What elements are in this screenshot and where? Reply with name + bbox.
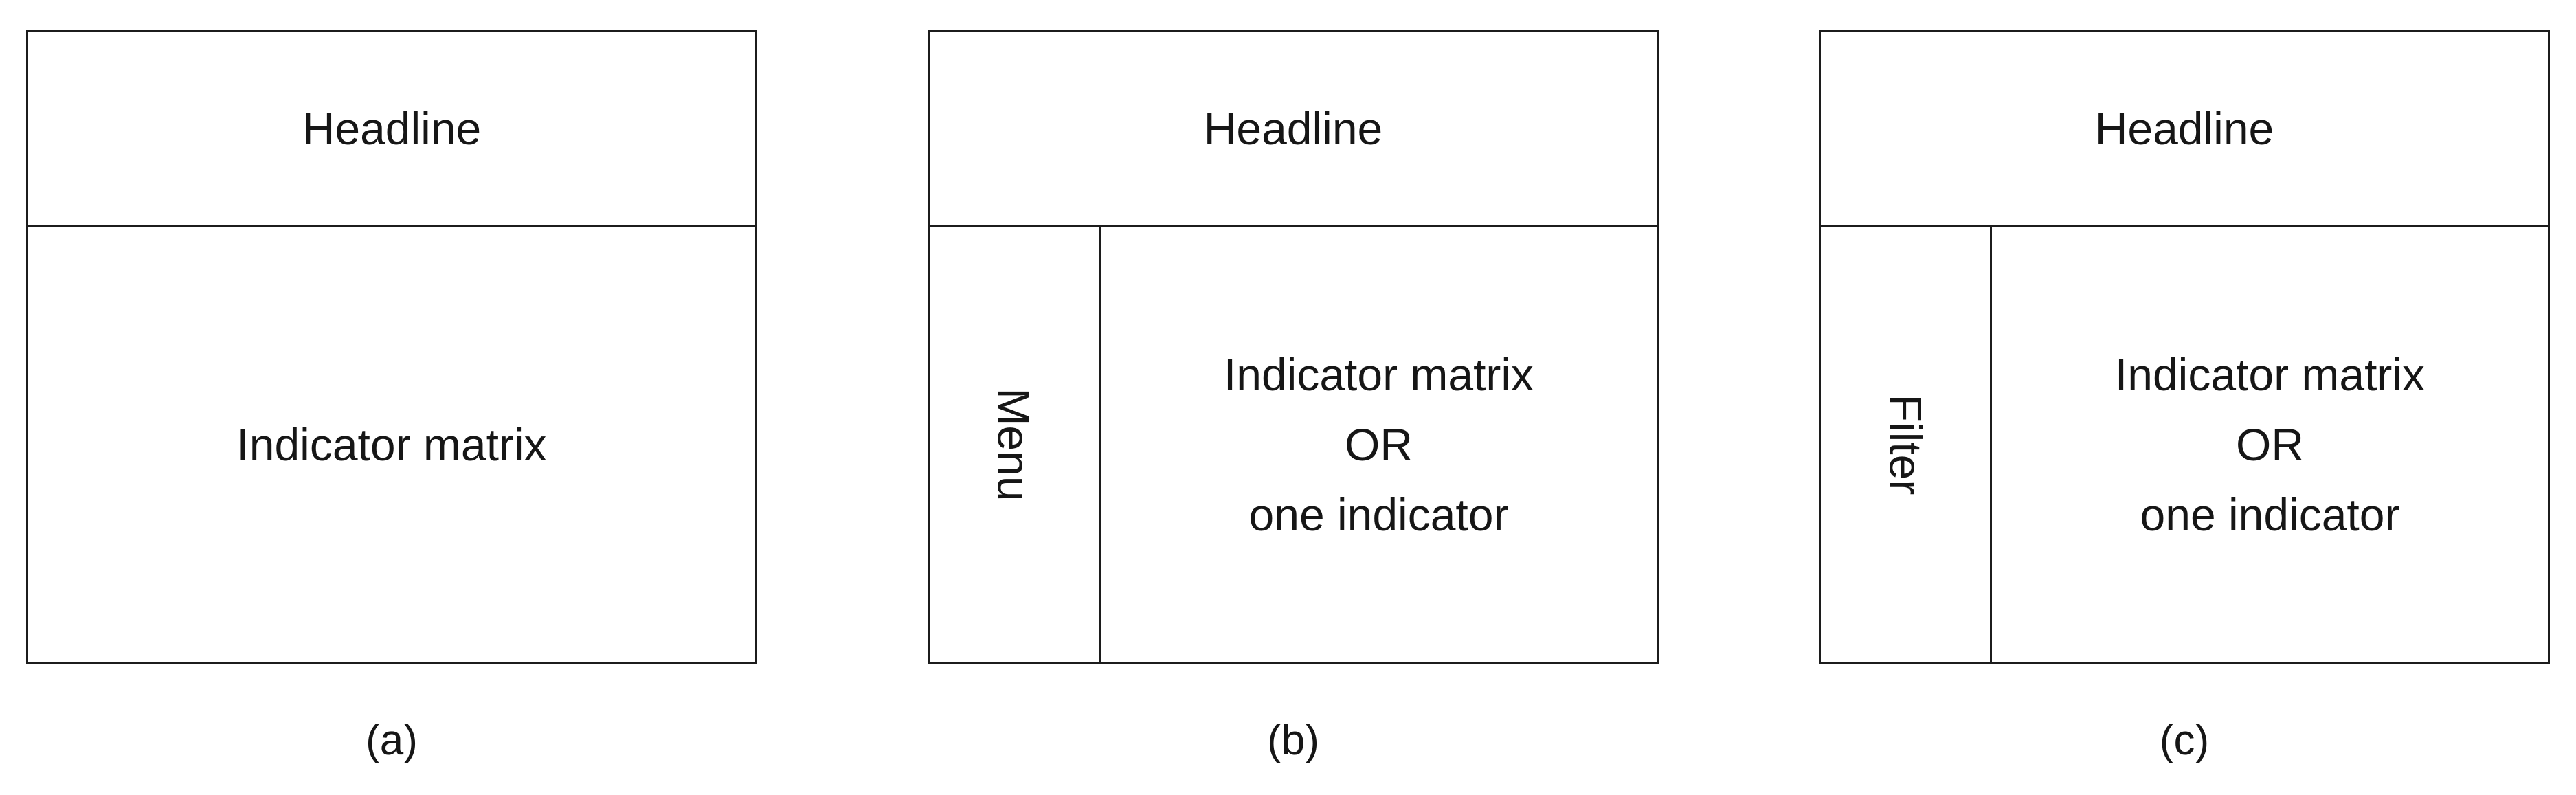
panel-b-indicator-matrix-region: Indicator matrix OR one indicator [1101,227,1657,662]
panel-b-body-region: Menu Indicator matrix OR one indicator [930,227,1657,662]
panel-c-headline-region: Headline [1821,32,2548,227]
panel-c-filter-sidebar-region: Filter [1821,227,1992,662]
panel-c-body-region: Filter Indicator matrix OR one indicator [1821,227,2548,662]
panel-a-box: Headline Indicator matrix [26,30,757,664]
panel-a-headline-label: Headline [302,103,482,154]
panel-c-filter-label: Filter [1879,394,1931,495]
panel-c-headline-label: Headline [2094,103,2274,154]
panel-c-box: Headline Filter Indicator matrix OR one … [1819,30,2550,664]
panel-b-headline-label: Headline [1203,103,1383,154]
panel-b-body-line-1: Indicator matrix [1223,348,1534,400]
panel-a-indicator-matrix-region: Indicator matrix [28,227,755,662]
panel-b-body-line-2: OR [1345,418,1413,470]
panel-a-indicator-matrix-label: Indicator matrix [236,418,547,470]
panel-b-body-line-3: one indicator [1248,489,1509,541]
panel-b-headline-region: Headline [930,32,1657,227]
panel-c-caption: (c) [2159,717,2210,764]
panel-c-body-line-2: OR [2236,418,2304,470]
panel-b-menu-label: Menu [988,388,1040,502]
panel-c-body-line-3: one indicator [2140,489,2400,541]
panel-a-headline-region: Headline [28,32,755,227]
panel-b-menu-sidebar-region: Menu [930,227,1101,662]
panel-c-indicator-matrix-region: Indicator matrix OR one indicator [1992,227,2548,662]
panel-a-body-region: Indicator matrix [28,227,755,662]
panel-b-caption: (b) [1267,717,1319,764]
panel-b-box: Headline Menu Indicator matrix OR one in… [928,30,1659,664]
panel-a-caption: (a) [366,717,418,764]
panel-c-body-line-1: Indicator matrix [2114,348,2426,400]
